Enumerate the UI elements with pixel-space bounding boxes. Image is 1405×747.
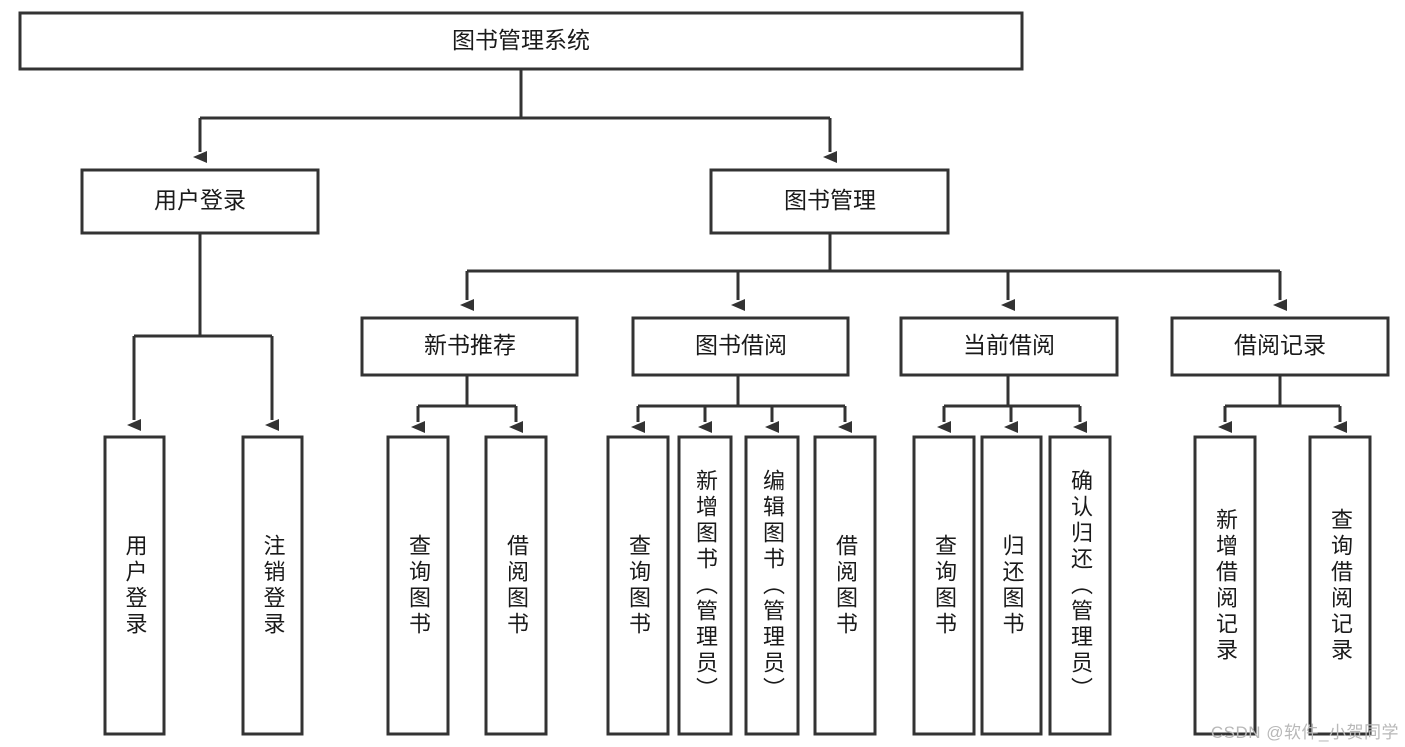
node-current-borrow[interactable]: 当前借阅 (899, 316, 1119, 377)
node-leaf-user-login-label: 用户登录 (122, 533, 148, 638)
node-current-borrow-box[interactable] (899, 316, 1119, 377)
node-leaf-logout-label: 注销登录 (260, 533, 286, 638)
node-leaf-query-book-1-label: 查询图书 (406, 533, 431, 638)
node-user-login-label: 用户登录 (154, 187, 246, 213)
node-book-borrow[interactable]: 图书借阅 (631, 316, 850, 377)
node-leaf-add-book-box[interactable] (677, 435, 733, 736)
node-leaf-borrow-book-1-label: 借阅图书 (504, 533, 529, 638)
node-leaf-edit-book-box[interactable] (744, 435, 800, 736)
node-leaf-query-book-2[interactable]: 查询图书 (606, 435, 670, 736)
node-user-login-box[interactable] (80, 168, 320, 235)
node-leaf-query-book-3-box[interactable] (912, 435, 976, 736)
node-leaf-user-login[interactable]: 用户登录 (103, 435, 166, 736)
node-leaf-borrow-book-2-box[interactable] (813, 435, 877, 736)
node-leaf-query-book-2-label: 查询图书 (626, 533, 651, 638)
node-borrow-record-box[interactable] (1170, 316, 1390, 377)
node-leaf-add-record-label: 新增借阅记录 (1213, 507, 1238, 664)
node-root-box[interactable] (18, 11, 1024, 71)
node-leaf-edit-book-label: 编辑图书（管理员） (760, 468, 785, 703)
node-leaf-edit-book[interactable]: 编辑图书（管理员） (744, 435, 800, 736)
node-book-manage-box[interactable] (709, 168, 950, 235)
node-leaf-borrow-book-2-label: 借阅图书 (833, 533, 858, 638)
node-leaf-query-book-1-box[interactable] (386, 435, 450, 736)
node-leaf-add-record[interactable]: 新增借阅记录 (1193, 435, 1257, 736)
node-borrow-record[interactable]: 借阅记录 (1170, 316, 1390, 377)
node-leaf-add-book[interactable]: 新增图书（管理员） (677, 435, 733, 736)
node-leaf-query-book-2-box[interactable] (606, 435, 670, 736)
node-leaf-return-book[interactable]: 归还图书 (980, 435, 1043, 736)
node-leaf-query-record-label: 查询借阅记录 (1328, 507, 1353, 664)
node-leaf-query-record[interactable]: 查询借阅记录 (1308, 435, 1372, 736)
node-leaf-add-record-box[interactable] (1193, 435, 1257, 736)
node-user-login[interactable]: 用户登录 (80, 168, 320, 235)
node-leaf-confirm-return[interactable]: 确认归还（管理员） (1048, 435, 1112, 736)
node-leaf-user-login-box[interactable] (103, 435, 166, 736)
node-leaf-confirm-return-box[interactable] (1048, 435, 1112, 736)
node-leaf-borrow-book-1-box[interactable] (484, 435, 548, 736)
node-leaf-return-book-box[interactable] (980, 435, 1043, 736)
node-book-manage[interactable]: 图书管理 (709, 168, 950, 235)
node-leaf-query-record-box[interactable] (1308, 435, 1372, 736)
node-book-borrow-label: 图书借阅 (695, 332, 787, 358)
node-leaf-borrow-book-1[interactable]: 借阅图书 (484, 435, 548, 736)
node-leaf-query-book-3-label: 查询图书 (932, 533, 957, 638)
node-root-label: 图书管理系统 (452, 27, 590, 53)
node-leaf-query-book-1[interactable]: 查询图书 (386, 435, 450, 736)
node-root[interactable]: 图书管理系统 (18, 11, 1024, 71)
node-leaf-borrow-book-2[interactable]: 借阅图书 (813, 435, 877, 736)
node-new-book-rec-box[interactable] (360, 316, 579, 377)
node-borrow-record-label: 借阅记录 (1234, 332, 1326, 358)
node-leaf-add-book-label: 新增图书（管理员） (693, 468, 718, 703)
node-leaf-query-book-3[interactable]: 查询图书 (912, 435, 976, 736)
node-new-book-rec-label: 新书推荐 (424, 332, 516, 358)
node-leaf-logout-box[interactable] (241, 435, 304, 736)
node-leaf-logout[interactable]: 注销登录 (241, 435, 304, 736)
node-leaf-return-book-label: 归还图书 (999, 533, 1025, 638)
node-current-borrow-label: 当前借阅 (963, 332, 1055, 358)
node-new-book-rec[interactable]: 新书推荐 (360, 316, 579, 377)
connectors (127, 69, 1347, 433)
node-leaf-confirm-return-label: 确认归还（管理员） (1068, 468, 1093, 703)
node-book-borrow-box[interactable] (631, 316, 850, 377)
node-book-manage-label: 图书管理 (784, 187, 876, 213)
